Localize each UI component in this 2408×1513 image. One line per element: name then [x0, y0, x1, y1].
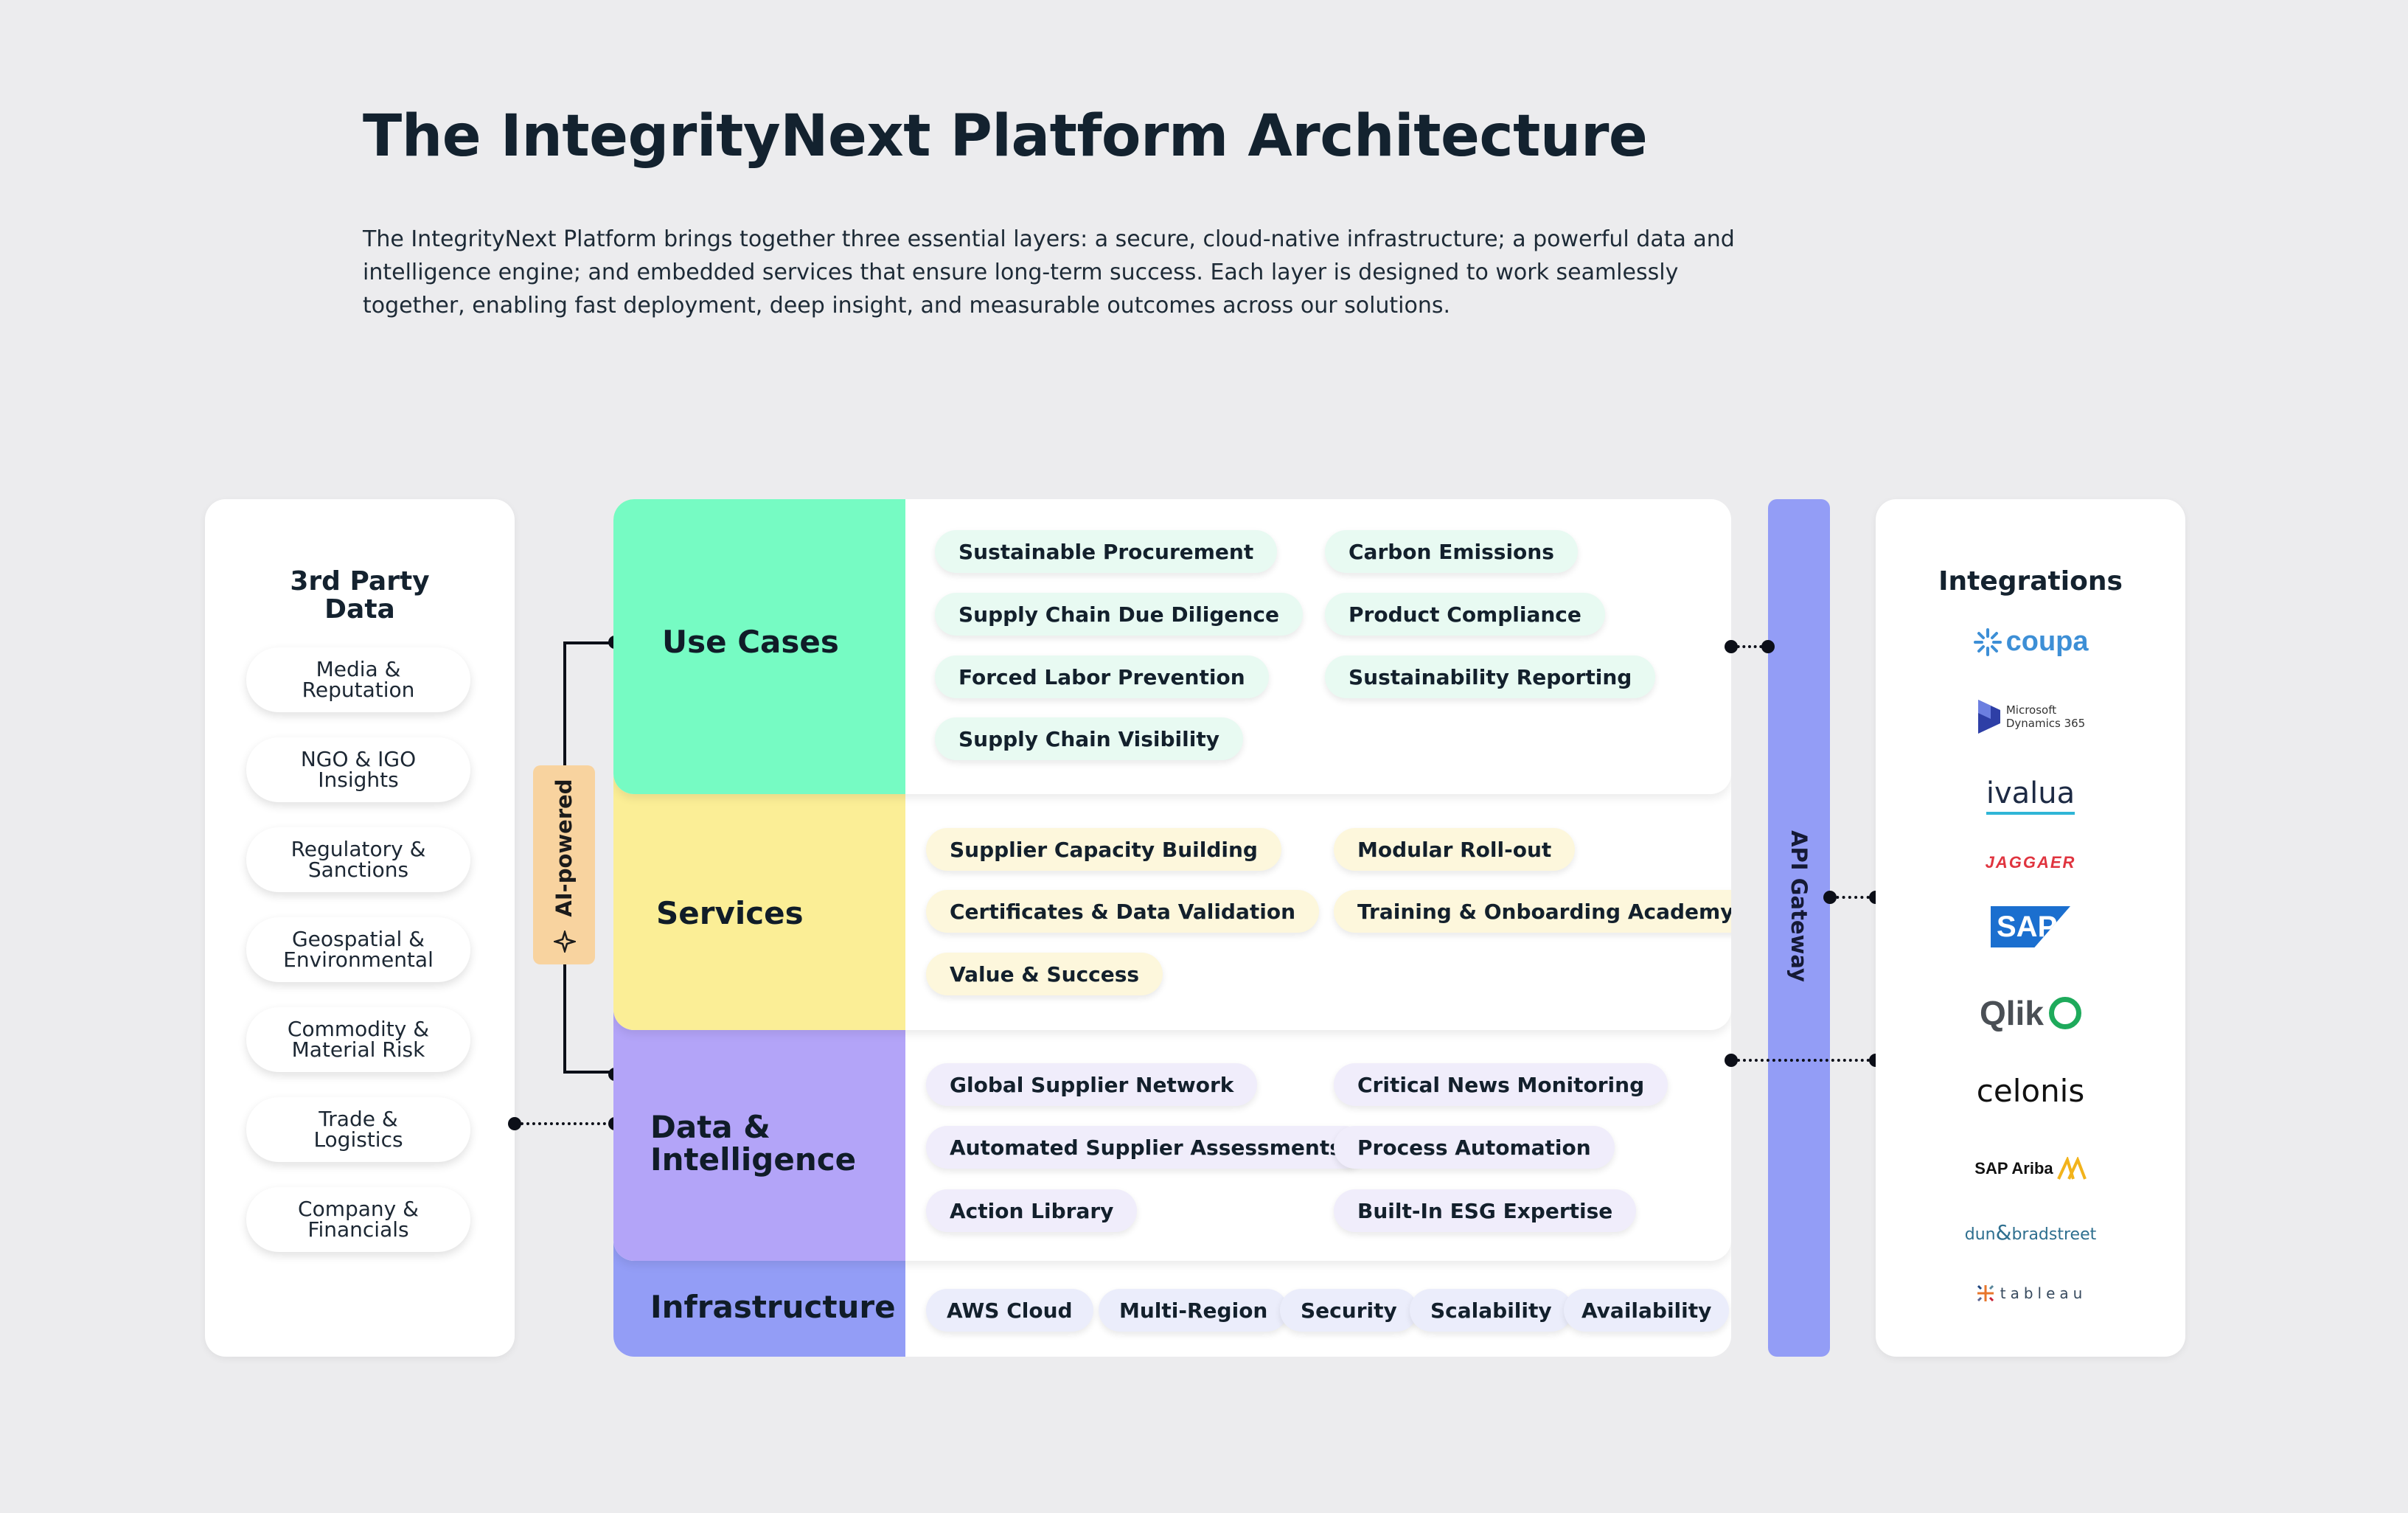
connector-data-to-integrations: [1731, 1059, 1876, 1062]
ai-powered-tag: AI-powered: [533, 765, 595, 964]
integrations-title: Integrations: [1938, 566, 2123, 596]
connector-use-cases-to-gateway: [1731, 645, 1768, 648]
coupa-wordmark: coupa: [2005, 626, 2089, 657]
source-trade-logistics: Trade & Logistics: [246, 1097, 470, 1162]
service-pill: Training & Onboarding Academy: [1334, 890, 1731, 933]
microsoft-dynamics-logo: Microsoft Dynamics 365: [1876, 698, 2185, 735]
use-case-pill: Product Compliance: [1325, 593, 1605, 636]
qlik-wordmark: Qlik: [1979, 994, 2044, 1032]
connector-dot-gateway-right: [1823, 891, 1837, 904]
dynamics-icon: [1977, 700, 2000, 734]
infrastructure-pill: Availability: [1564, 1289, 1730, 1332]
data-pill: Process Automation: [1334, 1126, 1615, 1169]
architecture-block: Use Cases Services Data & Intelligence I…: [613, 499, 1731, 1357]
jaggaer-wordmark: JAGGAER: [1985, 853, 2076, 872]
integrations-panel: Integrations coupa Microsoft Dynamics 36…: [1876, 499, 2185, 1357]
data-pill: Automated Supplier Assessments: [926, 1126, 1365, 1169]
infrastructure-label: Infrastructure: [650, 1289, 896, 1325]
ai-powered-label: AI-powered: [551, 779, 577, 917]
use-case-pill: Sustainable Procurement: [935, 530, 1278, 573]
tableau-cross-icon: [1977, 1284, 1994, 1302]
source-regulatory-sanctions: Regulatory & Sanctions: [246, 827, 470, 892]
sap-ariba-wordmark: SAP Ariba: [1974, 1159, 2053, 1178]
api-gateway-bar: API Gateway: [1768, 499, 1830, 1357]
data-intelligence-label: Data & Intelligence: [650, 1109, 857, 1178]
use-case-pill: Supply Chain Visibility: [935, 717, 1243, 760]
connector-third-party-to-data: [515, 1122, 612, 1125]
dnb-wordmark-2: bradstreet: [2011, 1225, 2097, 1244]
infrastructure-pill: AWS Cloud: [926, 1289, 1093, 1332]
intro-paragraph: The IntegrityNext Platform brings togeth…: [363, 226, 1735, 319]
source-commodity-material-risk: Commodity & Material Risk: [246, 1007, 470, 1072]
coupa-burst-icon: [1973, 627, 2002, 656]
data-pill: Global Supplier Network: [926, 1063, 1258, 1106]
microsoft-wordmark: Microsoft: [2005, 703, 2057, 717]
qlik-q-icon: [2049, 997, 2082, 1029]
dun-bradstreet-logo: dun&bradstreet: [1876, 1220, 2185, 1245]
ivalua-logo: ivalua: [1876, 776, 2185, 815]
use-cases-color-band: [613, 499, 905, 794]
service-pill: Supplier Capacity Building: [926, 828, 1281, 871]
use-case-pill: Supply Chain Due Diligence: [935, 593, 1303, 636]
sparkle-icon: [554, 931, 576, 953]
jaggaer-logo: JAGGAER: [1876, 853, 2185, 872]
page-title: The IntegrityNext Platform Architecture: [363, 103, 1648, 170]
ariba-icon: [2056, 1155, 2087, 1180]
third-party-data-title: 3rd Party Data: [290, 566, 430, 625]
service-pill: Value & Success: [926, 953, 1163, 995]
use-case-pill: Sustainability Reporting: [1325, 655, 1656, 698]
use-case-pill: Carbon Emissions: [1325, 530, 1578, 573]
tableau-wordmark: tableau: [2000, 1284, 2087, 1302]
celonis-logo: celonis: [1876, 1073, 2185, 1109]
connector-dot-third-party: [508, 1117, 521, 1130]
dnb-wordmark-1: dun: [1964, 1225, 1996, 1244]
ivalua-wordmark: ivalua: [1986, 776, 2075, 815]
services-label: Services: [656, 895, 804, 931]
source-ngo-igo-insights: NGO & IGO Insights: [246, 737, 470, 802]
source-media-reputation: Media & Reputation: [246, 647, 470, 712]
qlik-logo: Qlik: [1876, 993, 2185, 1033]
sap-ariba-logo: SAP Ariba: [1876, 1155, 2185, 1180]
connector-dot-gateway-top: [1761, 640, 1775, 653]
dynamics-wordmark: Dynamics 365: [2005, 717, 2086, 730]
data-pill: Built-In ESG Expertise: [1334, 1189, 1637, 1232]
use-cases-label: Use Cases: [662, 624, 839, 660]
tableau-logo: tableau: [1876, 1282, 2185, 1304]
infrastructure-pill: Scalability: [1410, 1289, 1573, 1332]
infrastructure-pill: Multi-Region: [1099, 1289, 1289, 1332]
use-case-pill: Forced Labor Prevention: [935, 655, 1269, 698]
sap-logo: SAP: [1876, 906, 2185, 947]
api-gateway-label: API Gateway: [1786, 830, 1812, 982]
service-pill: Certificates & Data Validation: [926, 890, 1320, 933]
infrastructure-pill: Security: [1280, 1289, 1418, 1332]
source-company-financials: Company & Financials: [246, 1187, 470, 1252]
sap-wordmark: SAP: [1991, 906, 2070, 947]
data-pill: Action Library: [926, 1189, 1138, 1232]
connector-dot-data-right: [1725, 1054, 1738, 1067]
dnb-ampersand: &: [1995, 1220, 2012, 1245]
coupa-logo: coupa: [1876, 626, 2185, 658]
connector-dot-use-cases-right: [1725, 640, 1738, 653]
third-party-data-panel: 3rd Party Data Media & Reputation NGO & …: [205, 499, 515, 1357]
celonis-wordmark: celonis: [1976, 1073, 2085, 1109]
data-pill: Critical News Monitoring: [1334, 1063, 1668, 1106]
connector-gateway-to-integrations: [1830, 896, 1876, 899]
service-pill: Modular Roll-out: [1334, 828, 1576, 871]
source-geospatial-environmental: Geospatial & Environmental: [246, 917, 470, 982]
